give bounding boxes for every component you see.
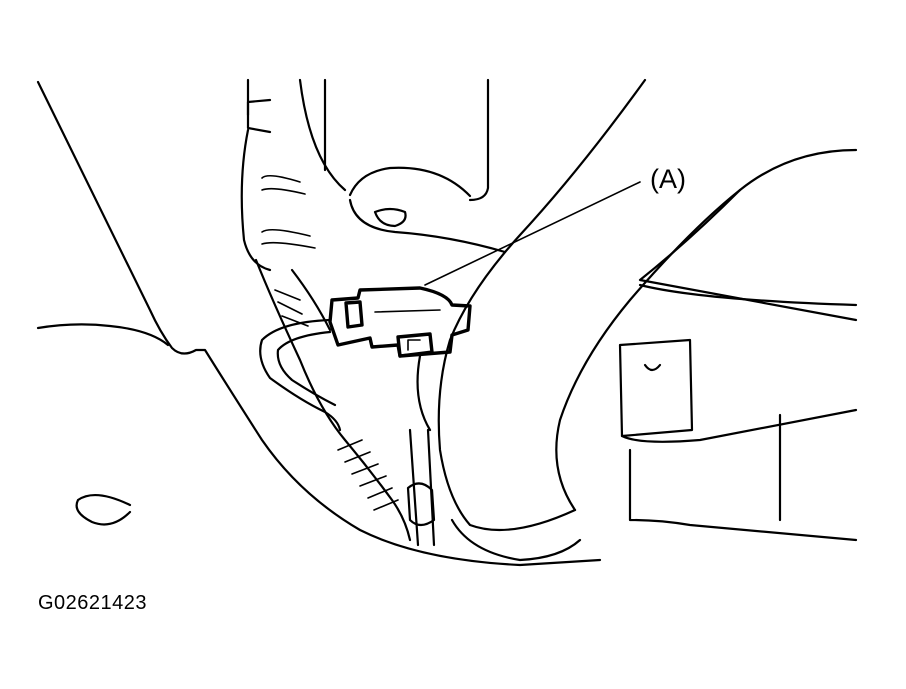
wire-harness (259, 318, 432, 432)
rear-hose (254, 258, 412, 542)
figure-id: G02621423 (38, 592, 148, 614)
sensor-connector (328, 286, 472, 358)
callout-label: (A) (650, 164, 686, 194)
strut-tower (240, 78, 507, 272)
right-bracket (618, 338, 858, 542)
intake-duct (437, 78, 858, 562)
bracket-rod (406, 428, 436, 547)
callout-leader-line (424, 181, 641, 286)
body-panel-outline (36, 80, 602, 567)
